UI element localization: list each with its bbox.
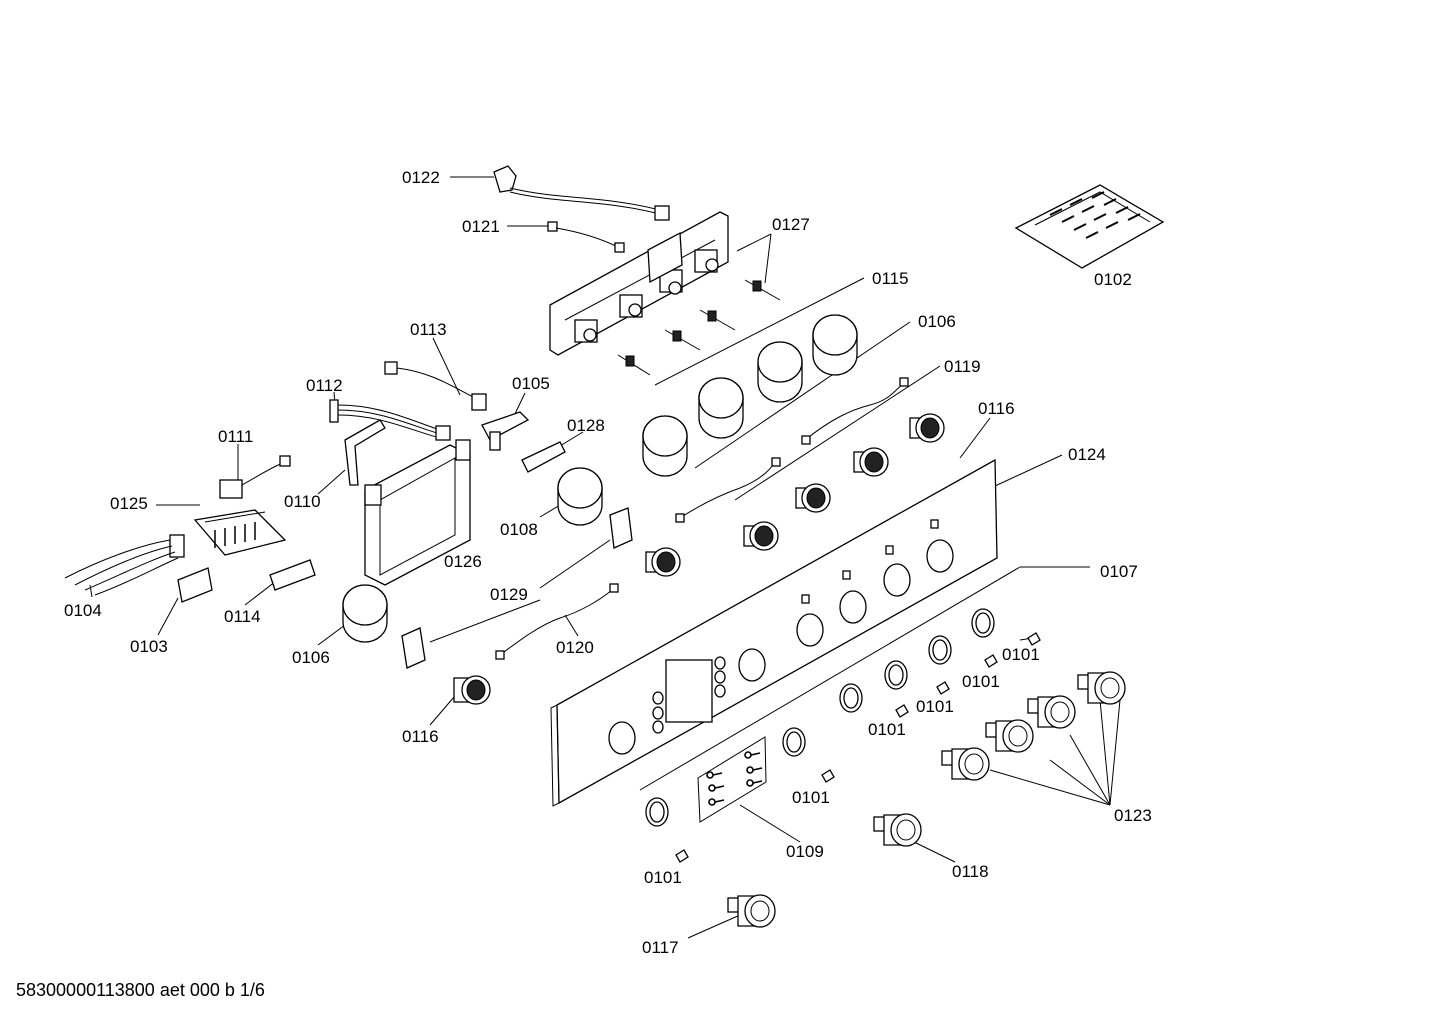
wire-harness-0122: [493, 165, 670, 221]
label-0106-upper: 0106: [918, 312, 956, 331]
label-0123: 0123: [1114, 806, 1152, 825]
wire-relay-0111: [219, 455, 291, 499]
screw-bag-0102: [1014, 184, 1165, 269]
label-0121: 0121: [462, 217, 500, 236]
label-0107: 0107: [1100, 562, 1138, 581]
label-0119: 0119: [944, 357, 981, 376]
left-upper-assembly: [329, 361, 566, 486]
label-0101-c: 0101: [916, 697, 954, 716]
label-0122: 0122: [402, 168, 440, 187]
label-0102: 0102: [1094, 270, 1132, 289]
label-0125: 0125: [110, 494, 148, 513]
label-0116-upper: 0116: [978, 399, 1015, 418]
label-0111: 0111: [218, 427, 253, 446]
label-0127: 0127: [772, 215, 810, 234]
holders-0129: [401, 507, 633, 669]
label-0124: 0124: [1068, 445, 1106, 464]
sleeve-0106-lower: [342, 584, 388, 643]
spindles-0127: [617, 279, 781, 376]
knob-sleeves-0106-upper: [642, 314, 858, 477]
label-0101-a: 0101: [1002, 645, 1040, 664]
label-0126: 0126: [444, 552, 482, 571]
label-0101-d: 0101: [868, 720, 906, 739]
label-0129: 0129: [490, 585, 528, 604]
wire-0120: [495, 583, 619, 660]
control-knobs: [727, 671, 1126, 928]
label-0116-lower: 0116: [402, 727, 439, 746]
label-0101-f: 0101: [644, 868, 682, 887]
part-labels: 0122 0121 0127 0115 0102 0113 0106 0112 …: [64, 168, 1152, 957]
label-0115: 0115: [872, 269, 909, 288]
label-0106-lower: 0106: [292, 648, 330, 667]
label-0104: 0104: [64, 601, 102, 620]
wires-0104: [64, 539, 179, 596]
wire-0121: [547, 221, 625, 253]
clips-0101: [675, 632, 1041, 863]
label-0101-e: 0101: [792, 788, 830, 807]
wire-0119: [675, 377, 909, 523]
label-0112: 0112: [306, 376, 343, 395]
control-switch-panel: [549, 211, 729, 356]
label-0118: 0118: [952, 862, 989, 881]
electronic-module-0126: [364, 439, 471, 586]
label-0105: 0105: [512, 374, 550, 393]
terminal-strip-0125: [169, 509, 287, 558]
label-0117: 0117: [642, 938, 679, 957]
document-footer: 58300000113800 aet 000 b 1/6: [16, 980, 265, 1000]
knob-caps-0116-upper: [645, 413, 945, 577]
sleeve-0108: [557, 467, 603, 526]
label-0101-b: 0101: [962, 672, 1000, 691]
screws-0109: [697, 736, 767, 823]
label-0114: 0114: [224, 607, 261, 626]
label-0128: 0128: [567, 416, 605, 435]
label-0110: 0110: [284, 492, 321, 511]
front-panel-0124: [550, 458, 998, 807]
label-0103: 0103: [130, 637, 168, 656]
bezels-0107: [645, 608, 995, 827]
label-0120: 0120: [556, 638, 594, 657]
label-0109: 0109: [786, 842, 824, 861]
label-0108: 0108: [500, 520, 538, 539]
knob-cap-0116-lower: [453, 675, 491, 705]
label-0113: 0113: [410, 320, 447, 339]
brackets-0103-0114: [177, 559, 316, 603]
